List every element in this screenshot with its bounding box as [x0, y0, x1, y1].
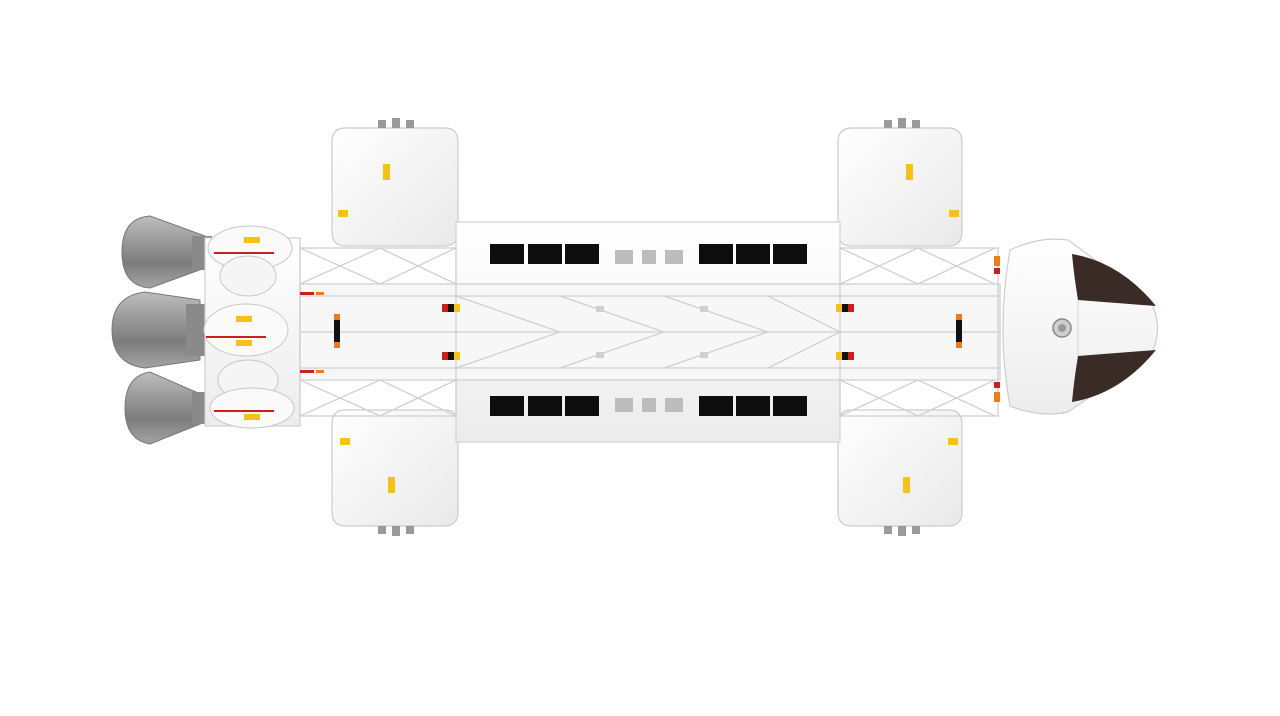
fuel-tank — [203, 303, 289, 357]
engine-nozzle — [111, 291, 201, 369]
cockpit-window — [1072, 254, 1156, 306]
engine-nozzle — [124, 371, 206, 445]
landing-pod — [331, 409, 459, 527]
landing-pods — [331, 118, 963, 536]
window-row — [490, 244, 807, 416]
cockpit-window — [1072, 350, 1156, 402]
landing-pod — [837, 127, 963, 247]
engine-nozzle — [121, 215, 206, 289]
command-module — [1002, 238, 1159, 415]
fuel-tank — [219, 255, 277, 297]
landing-pod — [331, 127, 459, 247]
engine-cluster — [111, 215, 212, 445]
fuel-tank — [209, 387, 295, 429]
marking-lights — [300, 256, 1000, 402]
rear-module — [203, 225, 301, 429]
truss-frame — [299, 247, 1001, 417]
landing-pod — [837, 409, 963, 527]
